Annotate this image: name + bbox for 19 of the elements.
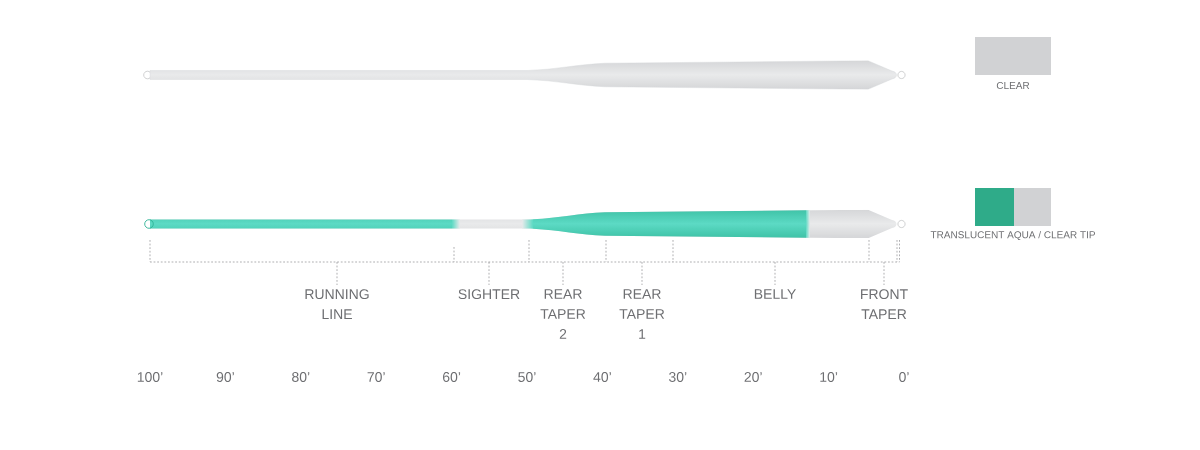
scale-label: 80’ <box>292 372 310 382</box>
scale-label: 30’ <box>669 372 687 382</box>
scale-label: 40’ <box>593 372 611 382</box>
segment-label: RUNNING LINE <box>305 289 369 319</box>
segment-label: REAR TAPER 1 <box>619 289 665 339</box>
legend-label: CLEAR <box>996 81 1030 90</box>
scale-label: 60’ <box>442 372 461 382</box>
scale-label: 50’ <box>518 372 536 382</box>
segment-label: REAR TAPER 2 <box>540 289 586 339</box>
scale-label: 10’ <box>820 372 838 382</box>
legend-label: TRANSLUCENT AQUA / CLEAR TIP <box>930 230 1095 241</box>
scale-label: 70’ <box>367 372 385 382</box>
segment-label: SIGHTER <box>458 289 520 300</box>
segment-label: BELLY <box>754 289 796 299</box>
scale-label: 20’ <box>744 372 762 382</box>
scale-label: 0’ <box>899 372 909 382</box>
scale-label: 100’ <box>137 372 163 382</box>
scale-label: 90’ <box>216 372 234 382</box>
segment-label: FRONT TAPER <box>861 289 908 319</box>
